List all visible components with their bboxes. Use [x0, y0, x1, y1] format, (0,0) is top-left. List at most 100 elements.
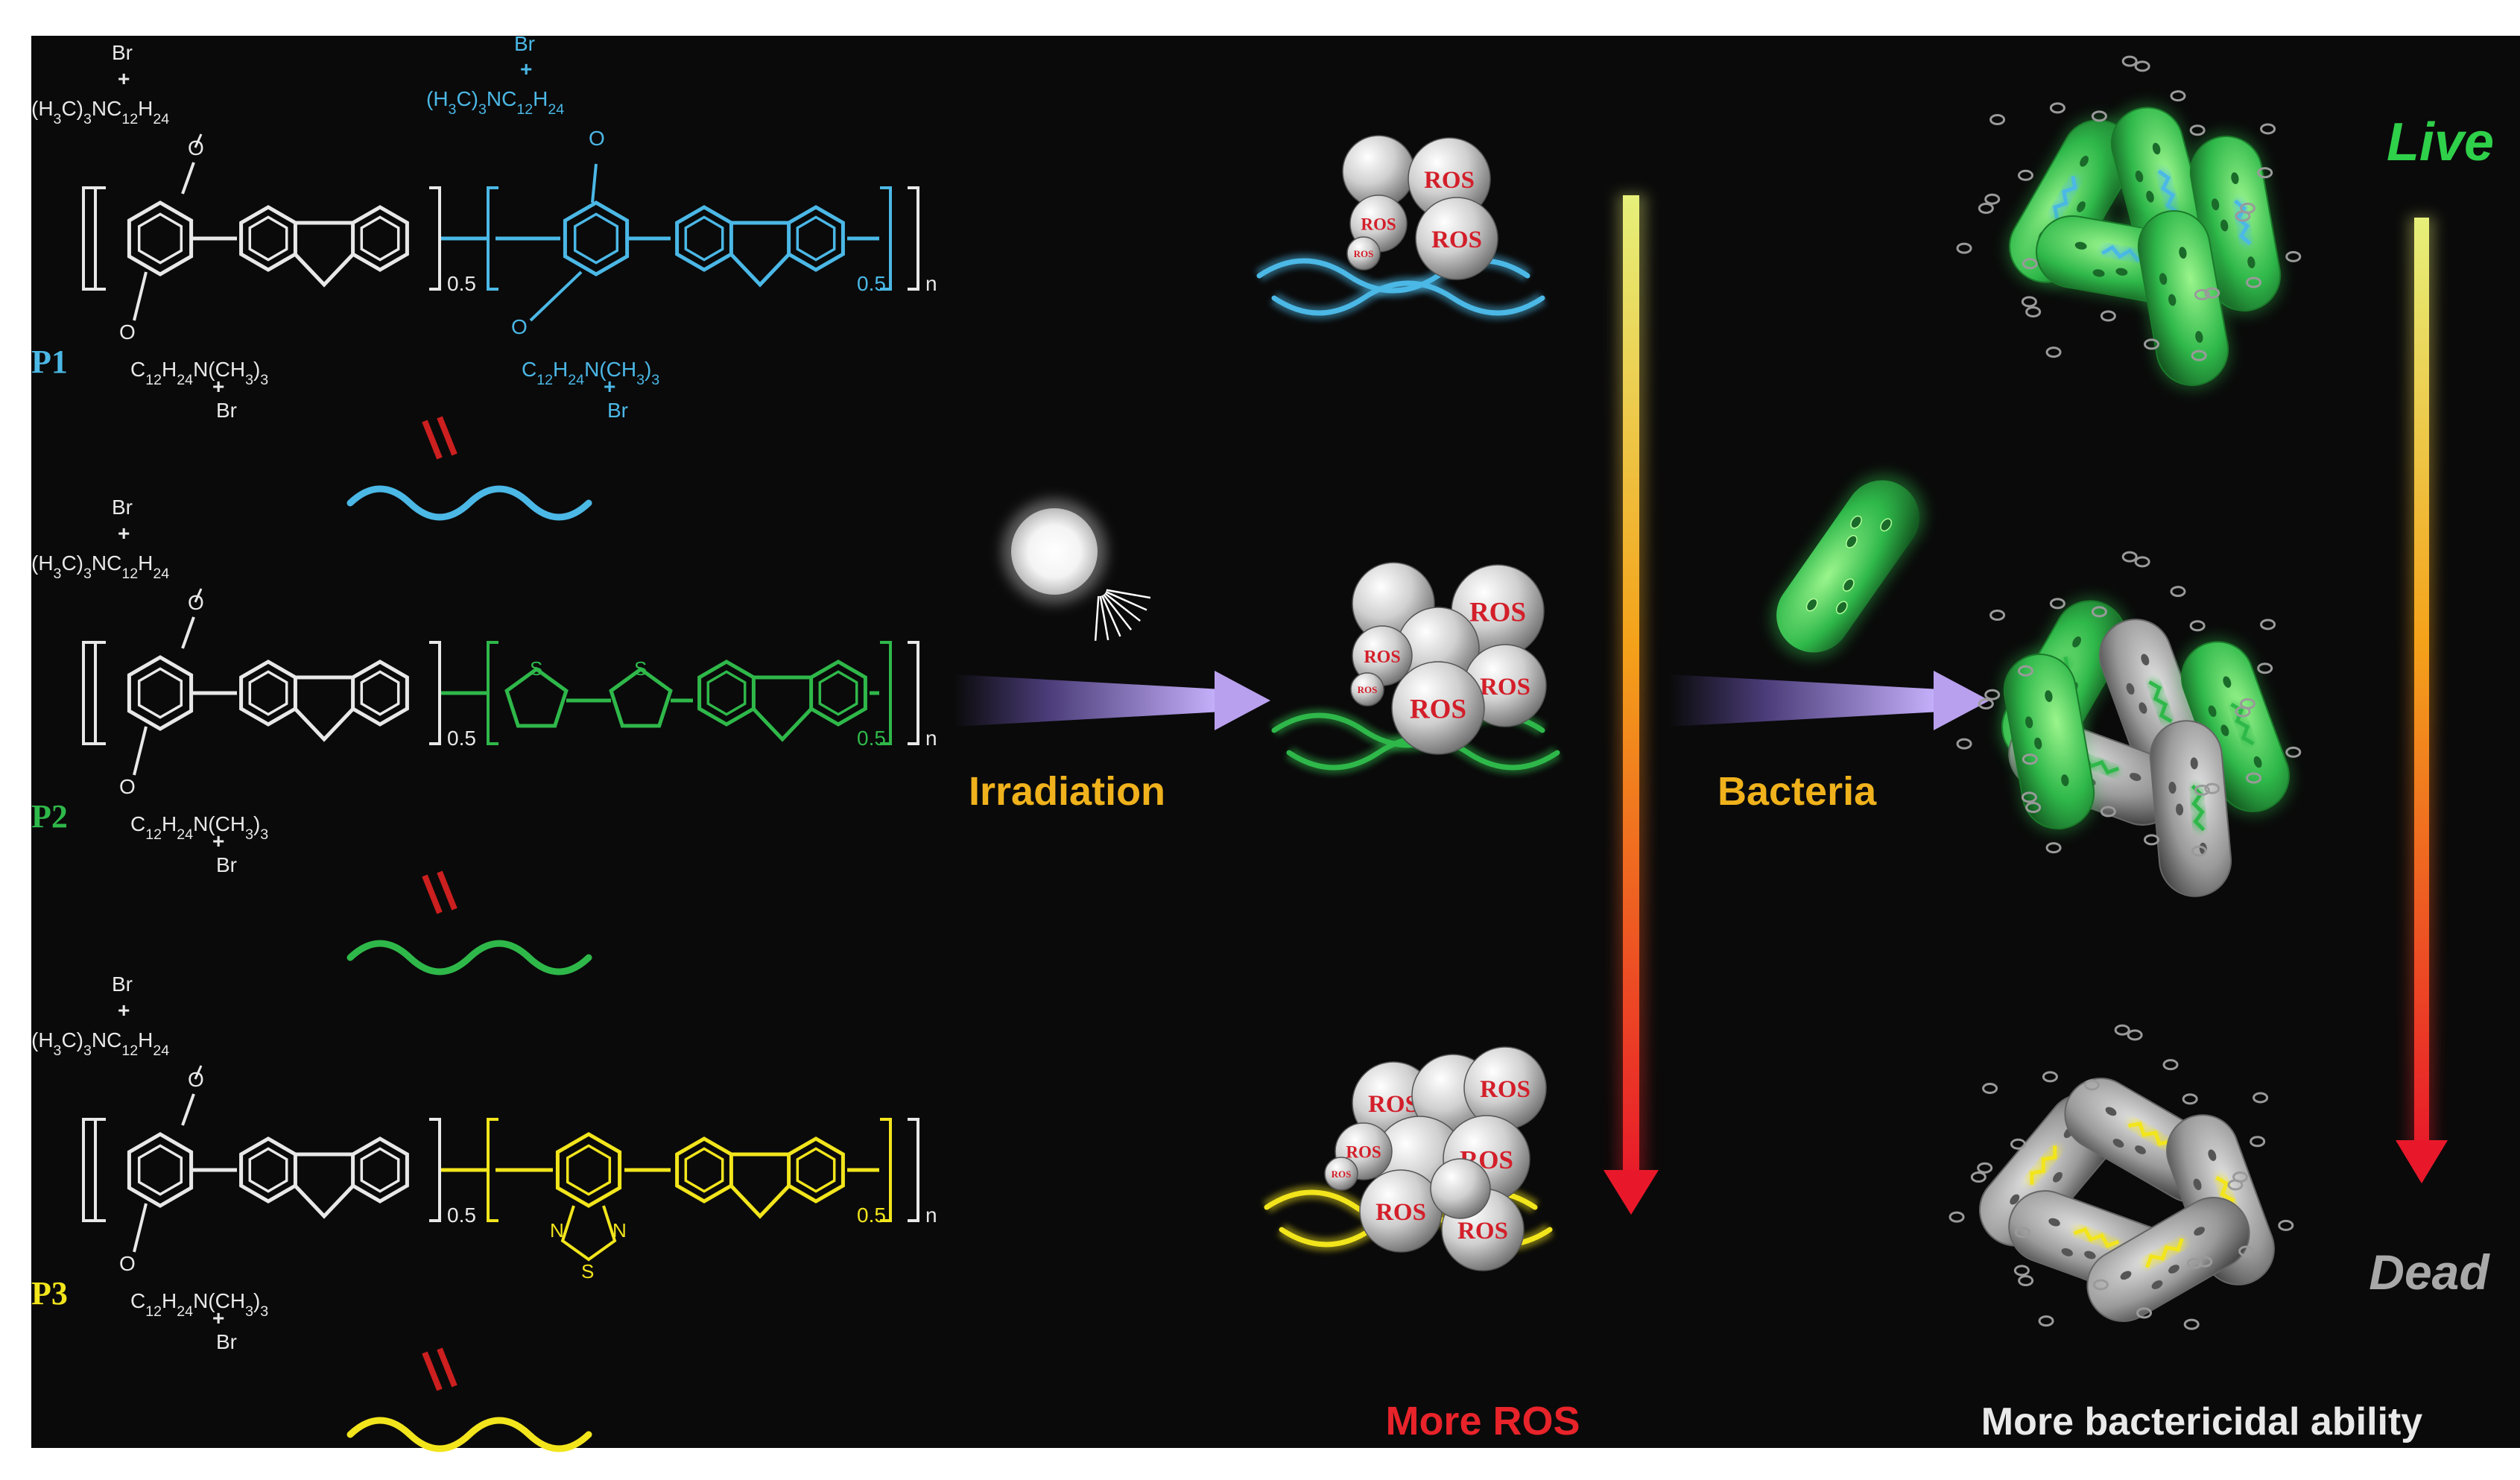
bacterium-cell: [2178, 636, 2293, 817]
ros-sphere-label: ROS: [1431, 227, 1482, 253]
ratio-label-1: 0.5: [447, 272, 476, 295]
p1-fluorene-unit: [675, 205, 845, 288]
ros-sphere: [1430, 1158, 1491, 1219]
thiadiazole-sulfur-label: S: [581, 1260, 594, 1283]
polymer-wave-symbol-p1: [346, 485, 592, 521]
top-charge-label: +: [118, 67, 130, 90]
bottom-oxygen-label: O: [119, 1252, 136, 1275]
cell-debris: [2134, 556, 2150, 568]
phenylene-ring: [127, 1132, 194, 1208]
close-bracket-1: [429, 186, 441, 291]
ros-sphere-label: ROS: [1361, 215, 1396, 233]
partially-dead-bacteria-cluster: [1956, 551, 2302, 897]
cell-debris: [2049, 102, 2065, 114]
ratio-label-1: 0.5: [447, 1204, 476, 1227]
bottom-charge-label: +: [212, 829, 224, 853]
cell-debris: [1970, 1171, 1986, 1183]
cell-debris: [2186, 1257, 2203, 1269]
cell-debris: [2045, 347, 2062, 358]
cell-debris: [2014, 1227, 2030, 1239]
ros-sphere-label: ROS: [1358, 684, 1378, 695]
bacterium-cell: [2149, 720, 2232, 897]
ros-sphere-label: ROS: [1469, 598, 1526, 628]
polymer-wave-symbol-p3: [346, 1417, 592, 1452]
cell-debris: [1977, 1162, 1993, 1174]
cell-debris: [2197, 1256, 2213, 1268]
fluorene-unit-1: [239, 660, 409, 742]
dead-bacteria-cluster: [1948, 1024, 2294, 1330]
more-ros-gradient-arrow: [1604, 194, 1659, 1215]
cell-debris: [2189, 124, 2206, 136]
cell-debris: [2114, 1024, 2130, 1036]
bottom-bromide-label: Br: [216, 399, 237, 422]
ros-sphere: [1415, 197, 1498, 280]
cell-debris: [2042, 1071, 2058, 1083]
cell-debris: [2240, 698, 2256, 709]
top-oxygen-label: O: [188, 1068, 204, 1091]
bacterium-icon: [1770, 473, 1925, 660]
ros-sphere-label: ROS: [1332, 1168, 1352, 1180]
close-bracket-2: [880, 186, 892, 291]
open-bracket-inner: [94, 186, 106, 291]
irradiation-arrow: [954, 671, 1270, 730]
light-source-icon: [1002, 499, 1151, 641]
top-bromide-label: Br: [112, 41, 133, 64]
ratio-label-2: 0.5: [857, 727, 886, 750]
close-bracket-outer: [908, 641, 919, 745]
bottom-bromide-label: Br: [216, 853, 237, 876]
fluorene-unit-1: [239, 205, 409, 288]
polymer-wave-symbol-p2: [346, 940, 592, 975]
open-bracket-outer: [82, 1118, 94, 1222]
cell-debris: [2100, 806, 2116, 818]
p1-second-top-charge: +: [520, 57, 532, 80]
open-bracket-outer: [82, 641, 94, 745]
cell-debris: [2257, 167, 2273, 179]
cell-debris: [2278, 1219, 2294, 1231]
cell-debris: [2121, 55, 2138, 67]
cell-debris: [2083, 1079, 2100, 1091]
ros-sphere: [1324, 1157, 1358, 1191]
cell-debris: [1978, 203, 1994, 215]
cell-debris: [2127, 1029, 2143, 1041]
close-bracket-outer: [908, 1118, 919, 1222]
more-ros-label: More ROS: [1385, 1399, 1580, 1443]
close-bracket-outer: [908, 186, 919, 291]
cell-debris: [2100, 310, 2116, 322]
cell-debris: [2136, 1307, 2153, 1319]
top-charge-label: +: [118, 522, 130, 545]
cell-debris: [2162, 1059, 2179, 1071]
top-oxygen-label: O: [188, 136, 204, 159]
top-oxygen-label: O: [188, 591, 204, 614]
ros-sphere-label: ROS: [1375, 1199, 1426, 1226]
thiophene-sulfur-label-2: S: [634, 657, 647, 680]
cell-debris: [2260, 619, 2276, 630]
ros-sphere-label: ROS: [1457, 1218, 1508, 1245]
cell-debris: [2017, 665, 2033, 677]
bottom-side-chain-formula: C12H24N(CH3)3: [130, 812, 268, 843]
cell-debris: [1989, 113, 2006, 125]
cell-debris: [2194, 784, 2210, 796]
equals-sign: [422, 1347, 458, 1391]
bottom-charge-label: +: [212, 1306, 224, 1329]
ros-sphere: [1346, 236, 1381, 271]
bottom-oxygen-label: O: [119, 320, 136, 344]
cell-debris: [2191, 845, 2207, 857]
open-bracket-inner: [94, 641, 106, 745]
irradiation-label: Irradiation: [969, 769, 1165, 814]
top-charge-label: +: [118, 999, 130, 1022]
benzothiadiazole-ring: [555, 1132, 622, 1208]
cell-debris: [2182, 1093, 2198, 1105]
p2-fluorene-unit: [697, 660, 867, 742]
open-bracket-2: [487, 1118, 498, 1222]
cell-debris: [2285, 746, 2302, 758]
thiophene-ring-2: [609, 666, 673, 728]
cell-debris: [1956, 242, 1972, 254]
cell-debris: [2144, 834, 2160, 846]
cell-debris: [2121, 551, 2138, 563]
phenylene-ring: [127, 655, 194, 731]
bottom-oxygen-label: O: [119, 775, 136, 798]
cell-debris: [2013, 1265, 2030, 1277]
top-side-chain-formula: (H3C)3NC12H24: [31, 1028, 169, 1059]
bottom-charge-label: +: [212, 375, 224, 398]
